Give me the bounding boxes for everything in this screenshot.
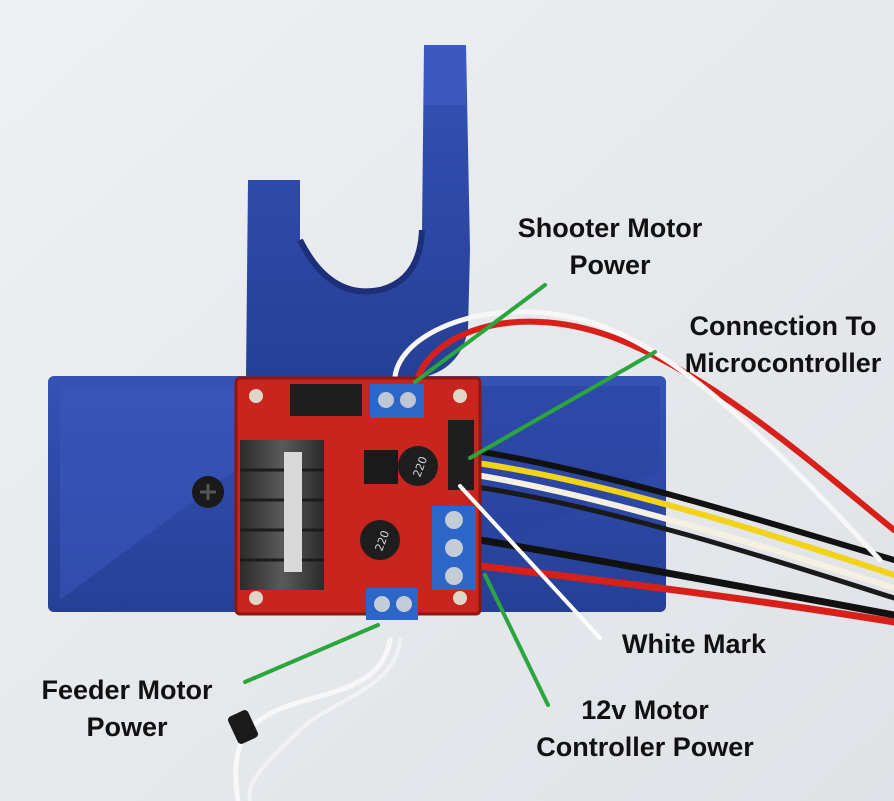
wire-red-power (476, 562, 894, 626)
callout-12v-motor-controller-power: 12v Motor Controller Power (522, 692, 768, 766)
terminal-screw (400, 392, 416, 408)
callout-line-feeder (243, 623, 380, 684)
callout-line-white-mark (458, 484, 602, 640)
wire-yellow (467, 459, 894, 578)
terminal-screw (445, 567, 463, 585)
callout-connection-to-microcontroller: Connection To Microcontroller (676, 308, 890, 382)
terminal-screw (374, 596, 390, 612)
terminal-screw (378, 392, 394, 408)
wire-white-feeder-1 (233, 637, 393, 801)
capacitor-lower (360, 520, 400, 560)
wire-black-1 (467, 447, 894, 563)
pcb-hole-tr (453, 389, 467, 403)
wire-black-2 (467, 483, 894, 601)
wire-ferrule (228, 710, 258, 744)
regulator-chip (364, 450, 398, 484)
wire-white-feeder-2 (247, 638, 402, 801)
heatsink-screw-plate (284, 452, 302, 572)
callout-white-mark-line1: White Mark (621, 629, 767, 659)
pcb-hole-br (453, 591, 467, 605)
signal-header (448, 420, 474, 490)
pcb-edge (234, 376, 482, 616)
wire-red-shooter (412, 318, 894, 533)
wire-white-shooter (392, 309, 883, 563)
jumper-header (290, 384, 362, 416)
wire-bundle (228, 309, 894, 801)
heatsink (240, 440, 324, 590)
callout-shooter-motor-power: Shooter Motor Power (505, 210, 715, 284)
callout-power-line2: Controller Power (536, 732, 754, 762)
callout-line-microcontroller (468, 350, 657, 460)
callout-feeder-line1: Feeder Motor (41, 675, 213, 705)
callout-feeder-motor-power: Feeder Motor Power (22, 672, 232, 746)
callout-power-line1: 12v Motor (581, 695, 709, 725)
motor-driver-board: 220 220 (234, 376, 482, 620)
terminal-screw (396, 596, 412, 612)
callout-line-shooter (413, 283, 547, 384)
mount-yoke (246, 45, 470, 378)
callout-line-power (483, 573, 550, 707)
terminal-screw (445, 511, 463, 529)
yoke-tip (424, 45, 466, 105)
wire-cream (467, 471, 894, 591)
callout-lines (243, 283, 657, 707)
screw-slot (200, 484, 216, 500)
callout-microcontroller-line2: Microcontroller (684, 348, 882, 378)
callout-shooter-line1: Shooter Motor (517, 213, 703, 243)
wire-black-power (476, 536, 894, 619)
callout-white-mark: White Mark (602, 626, 786, 663)
pcb-hole-tl (249, 389, 263, 403)
capacitor-upper (398, 446, 438, 486)
callout-feeder-line2: Power (86, 712, 168, 742)
pcb-hole-bl (249, 591, 263, 605)
plate-bevel-left (60, 386, 235, 600)
yoke-cradle-edge (297, 229, 425, 295)
callout-shooter-line2: Power (569, 250, 651, 280)
callout-microcontroller-line1: Connection To (689, 311, 877, 341)
terminal-screw (445, 539, 463, 557)
